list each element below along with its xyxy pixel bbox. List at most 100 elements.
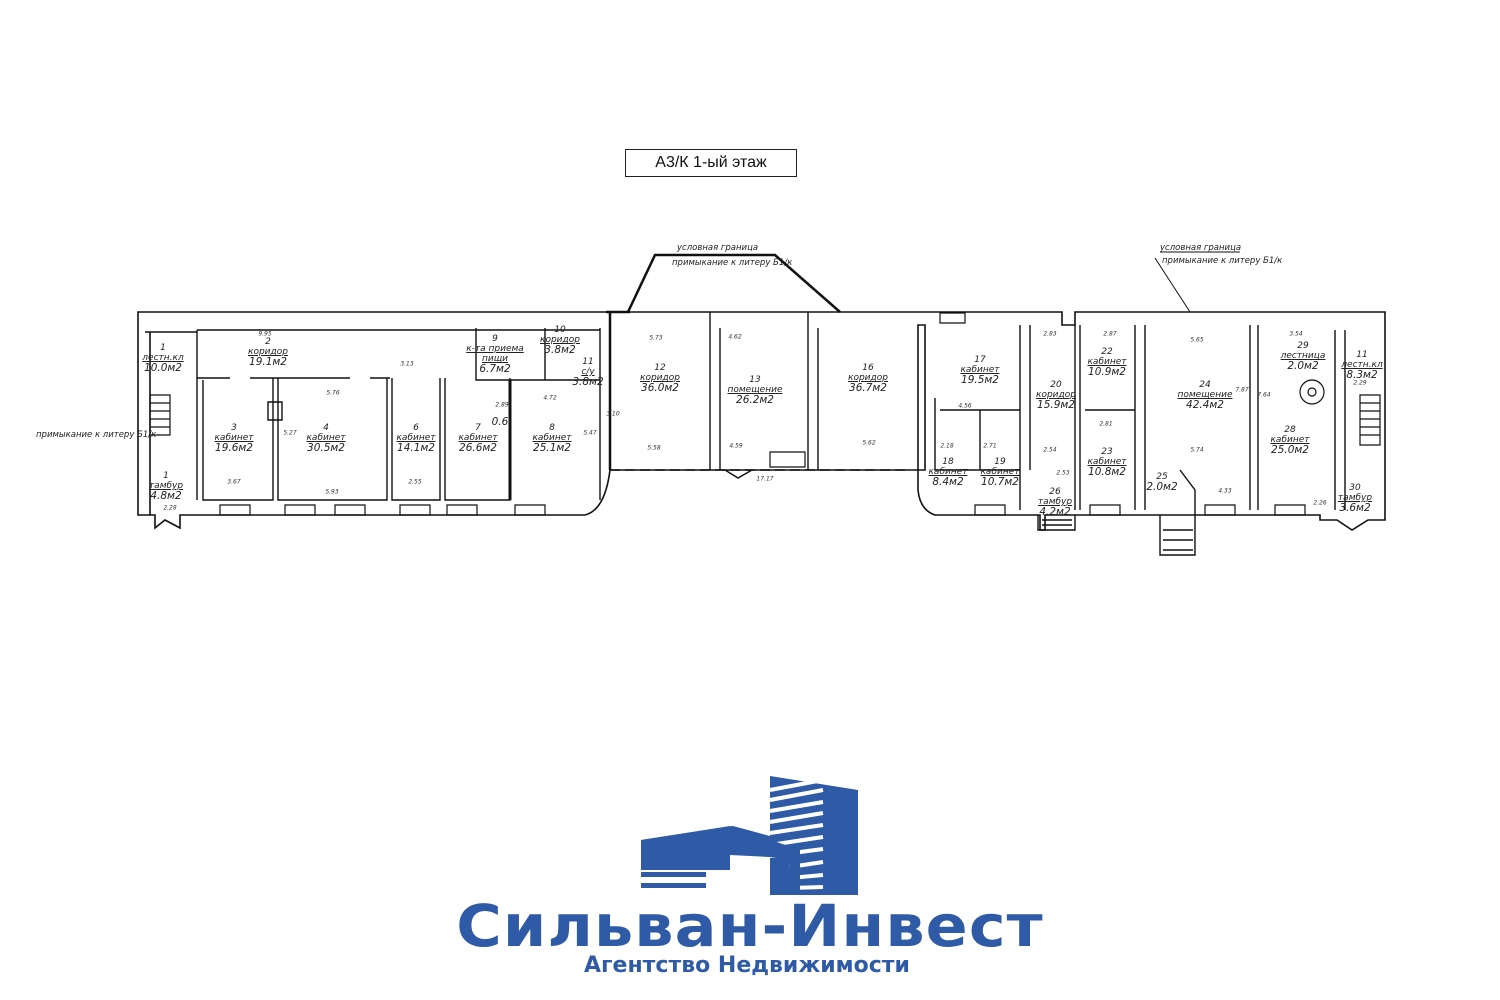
dimension-label: 5.93	[325, 488, 339, 496]
room-number: 11	[582, 357, 594, 367]
room-name: лестн.кл	[142, 353, 184, 363]
room-number: 19	[994, 457, 1006, 467]
room-area: 19.1м2	[249, 356, 287, 368]
room-area: 0.6	[491, 416, 509, 428]
exterior-walls	[137, 310, 1386, 531]
staircase-icon	[149, 379, 1381, 446]
dimension-label: 5.62	[862, 439, 876, 447]
dimension-label: 5.58	[647, 444, 661, 452]
room-name: коридор	[248, 347, 288, 357]
room-number: 4	[323, 423, 329, 433]
dimension-label: 4.56	[958, 402, 972, 410]
room-area: 10.8м2	[1088, 466, 1126, 478]
room-number: 16	[862, 363, 874, 373]
room-area: 26.6м2	[459, 442, 497, 454]
room-number: 17	[974, 355, 986, 365]
room-number: 22	[1101, 347, 1113, 357]
dimension-label: 2.71	[983, 442, 997, 450]
room-area: 26.2м2	[736, 394, 774, 406]
dimension-label: 2.53	[1056, 469, 1070, 477]
logo-subtitle: Агентство Недвижимости	[584, 953, 910, 978]
room-name: кабинет	[928, 467, 968, 477]
room-number: 1	[160, 343, 166, 353]
room-area: 10.7м2	[981, 476, 1019, 488]
room-area: 10.9м2	[1088, 366, 1126, 378]
room-area: 8.4м2	[932, 476, 964, 488]
room-name: помещение	[727, 385, 783, 395]
room-area: 19.5м2	[961, 374, 999, 386]
room-number: 29	[1297, 341, 1309, 351]
room-number: 18	[942, 457, 954, 467]
dimension-label: 5.76	[326, 389, 340, 397]
room-area: 8.3м2	[1346, 369, 1378, 381]
room-name: кабинет	[458, 433, 498, 443]
room-name: тамбур	[1337, 493, 1373, 503]
room-number: 25	[1156, 472, 1168, 482]
dimension-label: 2.83	[1043, 330, 1057, 338]
dimension-label: 5.27	[283, 429, 297, 437]
room-number: 6	[413, 423, 419, 433]
dimension-label: 3.67	[227, 478, 241, 486]
room-number: 11	[1356, 350, 1368, 360]
room-number: 7	[475, 423, 481, 433]
dimension-label: 2.26	[1313, 499, 1327, 507]
dimension-label: 2.54	[1043, 446, 1057, 454]
dimension-label: 2.81	[1099, 420, 1113, 428]
room-name: коридор	[540, 335, 580, 345]
room-name: кабинет	[960, 365, 1000, 375]
room-area: 10.0м2	[144, 362, 182, 374]
boundary-note-right: условная граница	[1160, 243, 1242, 253]
dimension-label: 3.54	[1289, 330, 1303, 338]
room-name: коридор	[848, 373, 888, 383]
room-name: к-та приема пищи	[466, 344, 524, 364]
room-area: 14.1м2	[397, 442, 435, 454]
room-area: 30.5м2	[307, 442, 345, 454]
room-name: лестн.кл	[1341, 360, 1383, 370]
dimension-label: 5.65	[1190, 336, 1204, 344]
room-name: коридор	[1036, 390, 1076, 400]
dimension-label: 4.62	[728, 333, 742, 341]
adjacency-note-right: примыкание к литеру Б1/к	[1162, 256, 1283, 266]
room-number: 9	[492, 334, 498, 344]
room-area: 15.9м2	[1037, 399, 1075, 411]
room-number: 8	[549, 423, 555, 433]
interior-walls	[196, 312, 1346, 556]
left-adjacency-note: примыкание к литеру Б1/к	[36, 430, 157, 440]
room-name: тамбур	[1037, 497, 1073, 507]
room-name: тамбур	[148, 481, 184, 491]
room-name: кабинет	[532, 433, 572, 443]
dimension-label: 2.89	[495, 401, 509, 409]
room-name: лестница	[1280, 351, 1326, 361]
dimension-label: 2.29	[1353, 379, 1367, 387]
boundary-lines	[626, 253, 841, 313]
plan-title: А3/К 1-ый этаж	[625, 149, 797, 177]
dimension-label: 2.87	[1103, 330, 1117, 338]
room-number: 23	[1101, 447, 1113, 457]
dimension-label: 17.17	[756, 475, 774, 483]
room-number: 12	[654, 363, 666, 373]
room-name: помещение	[1177, 390, 1233, 400]
leader-lines	[1154, 251, 1240, 313]
room-number: 28	[1284, 425, 1296, 435]
room-number: 1	[163, 471, 169, 481]
room-number: 13	[749, 375, 761, 385]
room-name: кабинет	[214, 433, 254, 443]
dimension-label: 4.33	[1218, 487, 1232, 495]
dimension-label: 9.95	[258, 330, 272, 338]
dimension-label: 5.74	[1190, 446, 1204, 454]
